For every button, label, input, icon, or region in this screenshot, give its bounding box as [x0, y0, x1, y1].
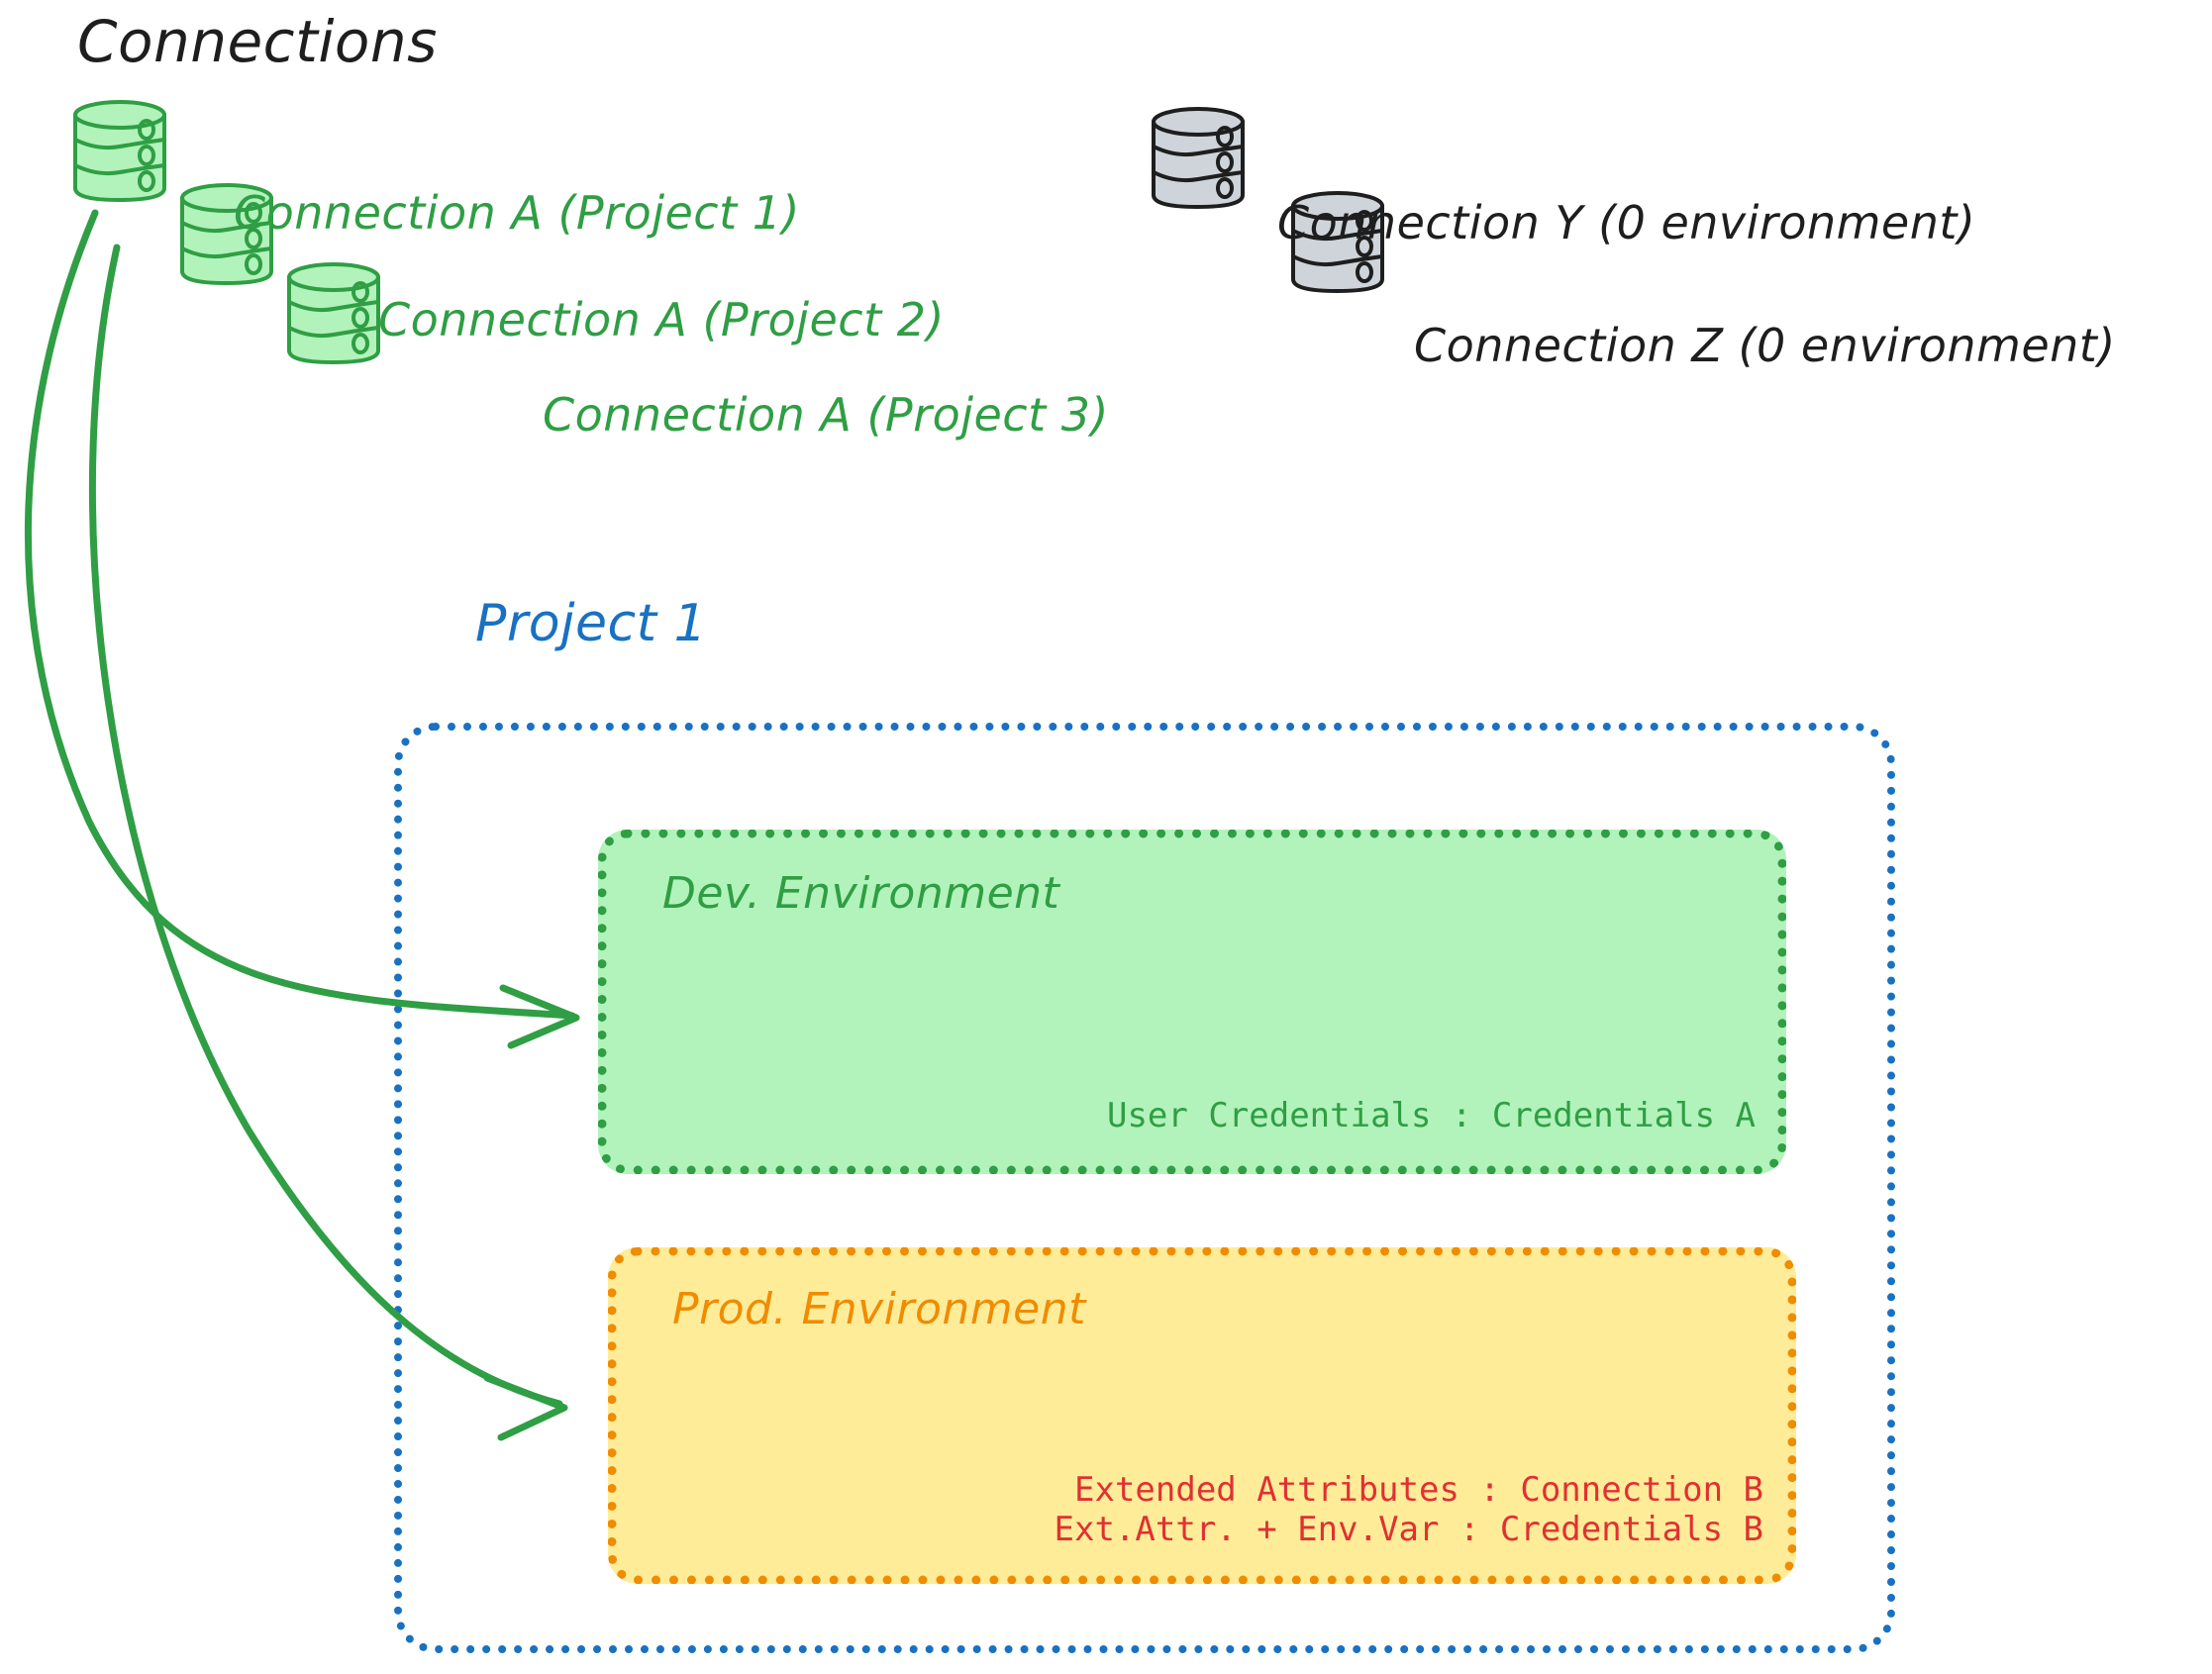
database-icon-connection-a-3 [287, 262, 380, 364]
dev-environment-box[interactable]: Dev. Environment User Credentials : Cred… [598, 830, 1786, 1174]
connection-label-y: Connection Y (0 environment) [1277, 196, 1976, 249]
prod-environment-row-1: Ext.Attr. + Env.Var : Credentials B [1054, 1510, 1763, 1549]
database-icon-connection-a-1 [73, 100, 166, 202]
project-title: Project 1 [475, 594, 708, 653]
prod-environment-row-0: Extended Attributes : Connection B [1074, 1470, 1763, 1510]
database-icon-connection-z [1291, 191, 1384, 293]
dev-environment-row-0: User Credentials : Credentials A [1106, 1096, 1756, 1135]
connection-label-a-project-2: Connection A (Project 2) [378, 293, 945, 346]
connection-label-a-project-1: Connection A (Project 1) [234, 186, 800, 240]
page-title: Connections [77, 8, 438, 75]
prod-environment-box[interactable]: Prod. Environment Extended Attributes : … [608, 1247, 1796, 1584]
database-icon-connection-y [1152, 107, 1245, 209]
connection-label-a-project-3: Connection A (Project 3) [543, 388, 1109, 442]
prod-environment-title: Prod. Environment [672, 1284, 1086, 1334]
dev-environment-title: Dev. Environment [662, 868, 1060, 919]
connection-label-z: Connection Z (0 environment) [1414, 319, 2116, 372]
prod-environment-rows: Extended Attributes : Connection B Ext.A… [1055, 1470, 1763, 1549]
